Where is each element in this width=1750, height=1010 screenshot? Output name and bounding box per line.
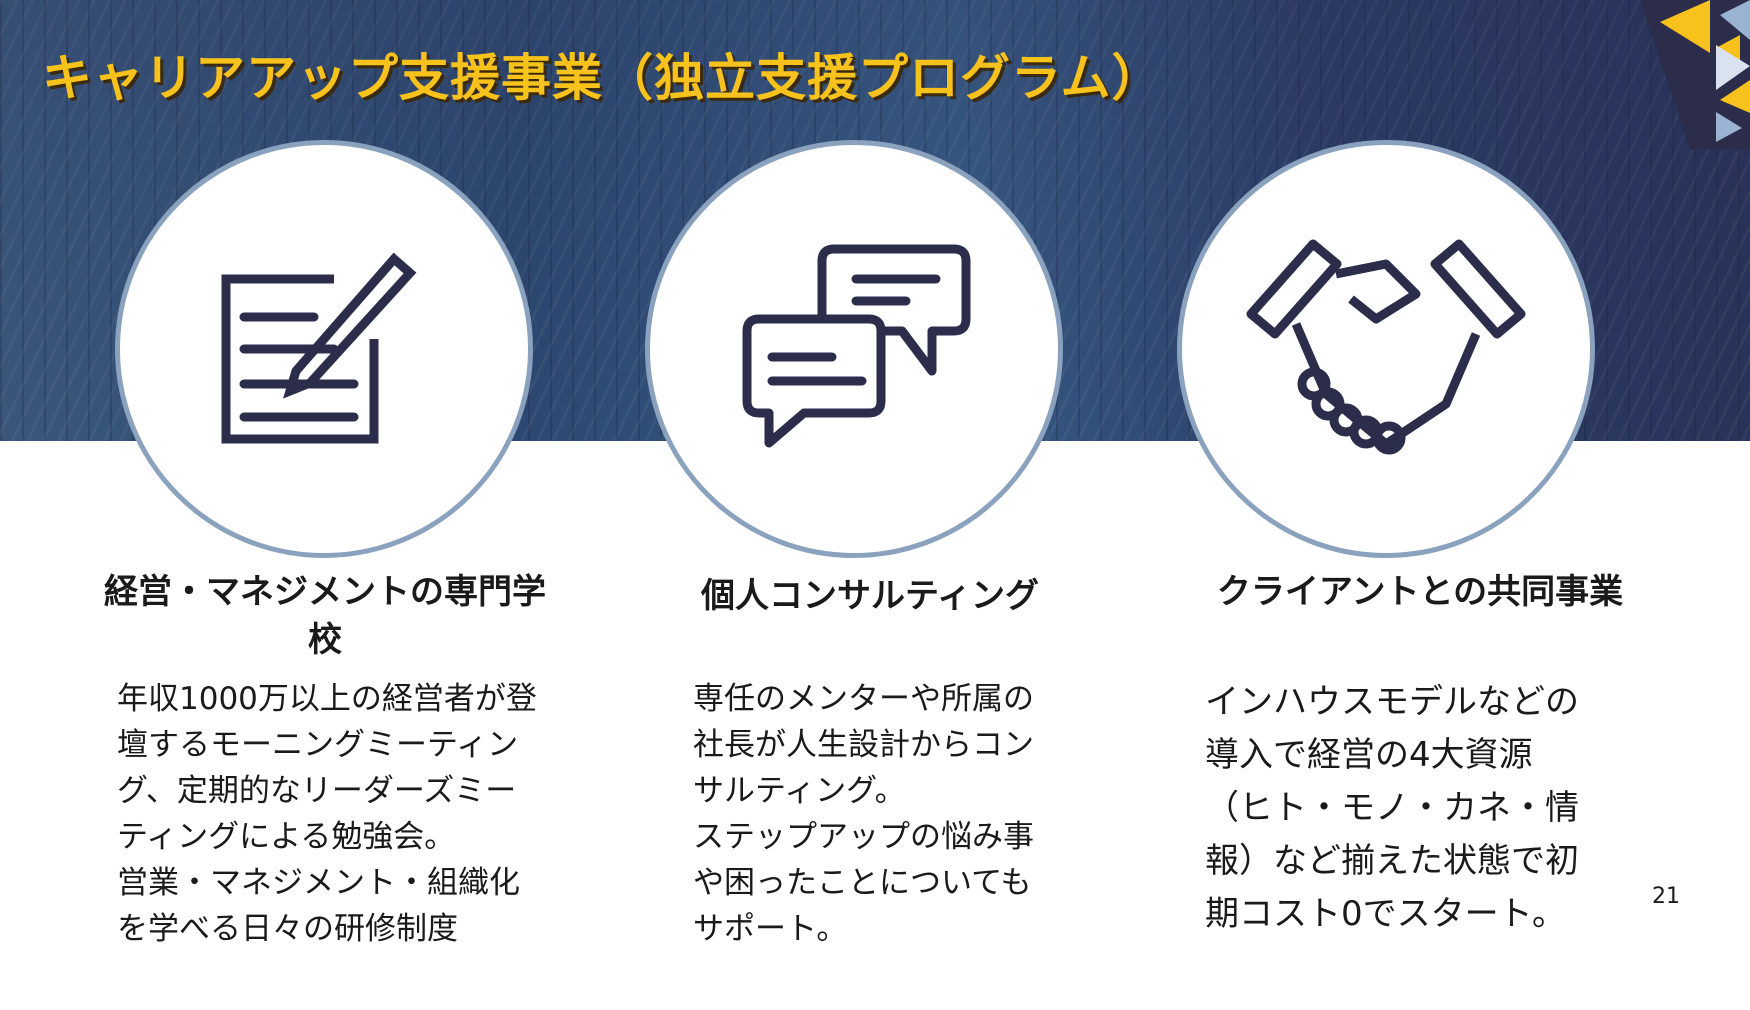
body-line: 壇するモーニングミーティン xyxy=(117,727,519,763)
body-line: を学べる日々の研修制度 xyxy=(117,911,458,947)
triangle-decoration-icon xyxy=(1640,0,1750,150)
writing-icon-circle xyxy=(115,140,533,558)
body-line: グ、定期的なリーダーズミー xyxy=(117,773,517,809)
page-number: 21 xyxy=(1652,884,1680,909)
body-line: 導入で経営の4大資源 xyxy=(1205,735,1533,775)
column-heading: 個人コンサルティング xyxy=(701,576,1039,616)
body-line: インハウスモデルなどの xyxy=(1205,682,1579,722)
chat-icon-circle xyxy=(645,140,1063,558)
body-line: 専任のメンターや所属の xyxy=(693,681,1034,717)
body-line: 営業・マネジメント・組織化 xyxy=(117,865,520,901)
document-pencil-icon xyxy=(221,252,417,444)
body-line: サルティング。 xyxy=(693,773,906,809)
body-line: や困ったことについても xyxy=(693,865,1032,901)
body-line: 期コスト0でスタート。 xyxy=(1205,894,1566,934)
body-line: サポート。 xyxy=(693,911,848,947)
handshake-icon xyxy=(1246,239,1526,455)
body-line: 社長が人生設計からコン xyxy=(693,727,1034,763)
body-line: 報）など揃えた状態で初 xyxy=(1205,841,1579,881)
column-heading: クライアントとの共同事業 xyxy=(1216,572,1624,612)
column-heading: 経営・マネジメントの専門学校 xyxy=(104,572,546,660)
page-title: キャリアアップ支援事業（独立支援プログラム） xyxy=(42,49,1163,107)
body-line: （ヒト・モノ・カネ・情 xyxy=(1205,788,1579,828)
body-line: ティングによる勉強会。 xyxy=(117,819,456,855)
handshake-icon-circle xyxy=(1177,140,1595,558)
column-body: インハウスモデルなどの 導入で経営の4大資源 （ヒト・モノ・カネ・情 報）など揃… xyxy=(1205,676,1579,941)
body-line: 年収1000万以上の経営者が登 xyxy=(117,681,537,717)
body-line: ステップアップの悩み事 xyxy=(693,819,1034,855)
column-body: 年収1000万以上の経営者が登 壇するモーニングミーティン グ、定期的なリーダー… xyxy=(117,676,537,952)
chat-bubbles-icon xyxy=(742,244,971,448)
column-body: 専任のメンターや所属の 社長が人生設計からコン サルティング。 ステップアップの… xyxy=(693,676,1034,952)
